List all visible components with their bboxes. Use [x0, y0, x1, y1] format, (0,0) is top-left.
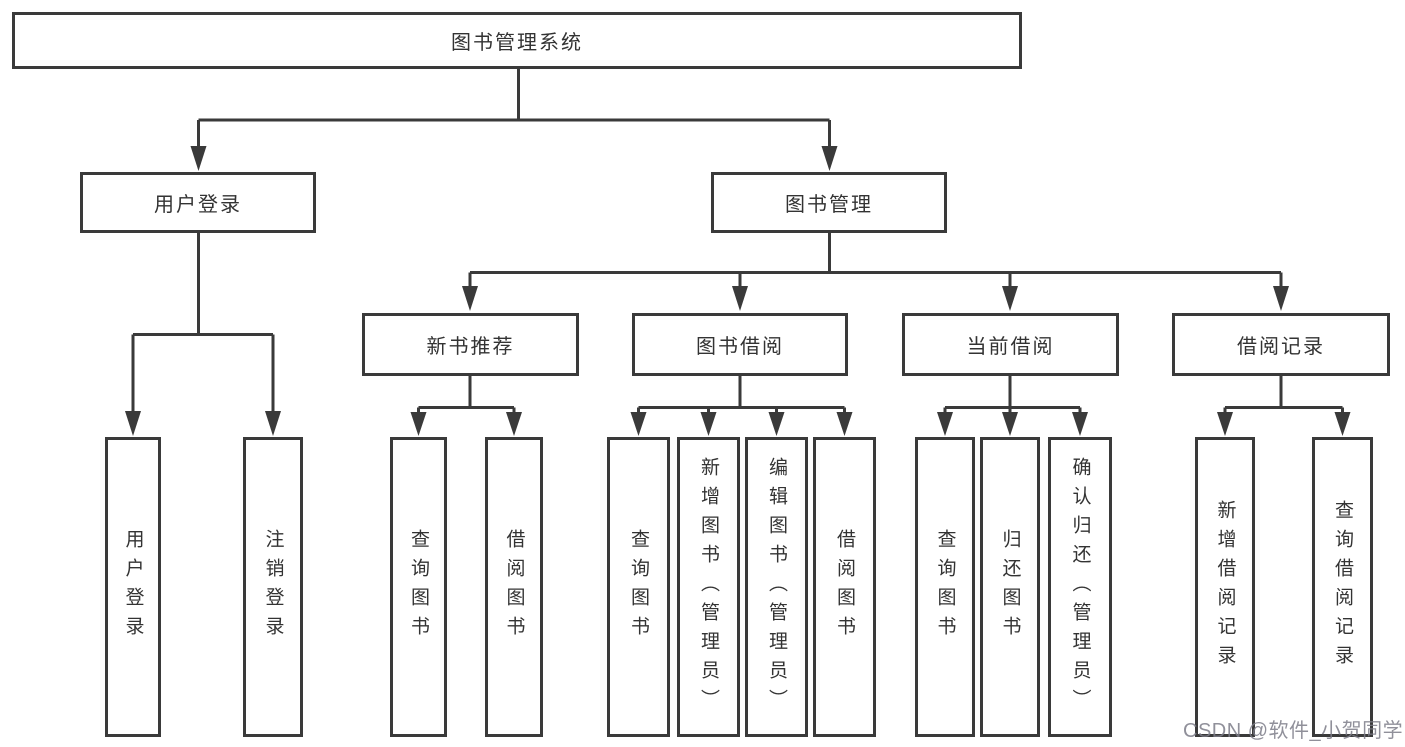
- arrowheads-level2: [190, 146, 838, 171]
- leaf-label: 查询借阅记录: [1332, 500, 1353, 674]
- node-book-management: 图书管理: [711, 172, 947, 233]
- arrowheads-borrow-leaves: [630, 412, 853, 436]
- node-book-borrowing: 图书借阅: [632, 313, 848, 376]
- leaf-label: 编辑图书（管理员）: [766, 456, 787, 718]
- leaf-logout: 注销登录: [243, 437, 303, 737]
- connector-mgmt-to-level3: [468, 233, 1283, 288]
- arrowheads-records-leaves: [1217, 412, 1351, 436]
- arrowheads-level3: [462, 286, 1289, 311]
- leaf-borrow-books-recommend: 借阅图书: [485, 437, 543, 737]
- node-user-login: 用户登录: [80, 172, 316, 233]
- leaf-label: 注销登录: [262, 529, 284, 645]
- node-label: 用户登录: [154, 194, 242, 216]
- leaf-confirm-return-admin: 确认归还（管理员）: [1048, 437, 1112, 737]
- node-label: 借阅记录: [1237, 336, 1325, 358]
- leaf-label: 确认归还（管理员）: [1069, 456, 1091, 718]
- leaf-search-borrow-record: 查询借阅记录: [1312, 437, 1373, 737]
- leaf-edit-books-admin: 编辑图书（管理员）: [745, 437, 808, 737]
- leaf-label: 新增图书（管理员）: [698, 456, 719, 718]
- leaf-label: 借阅图书: [503, 529, 525, 645]
- leaf-user-login: 用户登录: [105, 437, 161, 737]
- node-label: 当前借阅: [966, 336, 1055, 358]
- connector-root-to-level2: [197, 69, 831, 148]
- leaf-label: 用户登录: [122, 529, 144, 645]
- leaf-label: 查询图书: [934, 529, 956, 645]
- connector-borrow-to-leaves: [637, 376, 846, 413]
- node-label: 新书推荐: [426, 336, 515, 358]
- connector-records-to-leaves: [1223, 376, 1344, 413]
- arrowheads-current-leaves: [937, 412, 1088, 436]
- leaf-search-books-current: 查询图书: [915, 437, 975, 737]
- leaf-label: 新增借阅记录: [1214, 500, 1236, 674]
- leaf-label: 查询图书: [408, 529, 429, 645]
- node-label: 图书管理系统: [451, 32, 583, 54]
- node-current-borrowing: 当前借阅: [902, 313, 1119, 376]
- node-new-book-recommendation: 新书推荐: [362, 313, 579, 376]
- arrowheads-login-leaves: [125, 411, 281, 436]
- leaf-label: 借阅图书: [834, 529, 855, 645]
- arrowheads-newbook-leaves: [410, 412, 522, 436]
- leaf-return-books: 归还图书: [980, 437, 1040, 737]
- node-label: 图书管理: [785, 194, 873, 216]
- node-label: 图书借阅: [696, 336, 784, 358]
- leaf-borrow-books: 借阅图书: [813, 437, 876, 737]
- csdn-watermark: CSDN @软件_小贺同学: [1183, 720, 1404, 742]
- node-borrowing-records: 借阅记录: [1172, 313, 1390, 376]
- connector-current-to-leaves: [943, 376, 1082, 413]
- leaf-add-borrow-record: 新增借阅记录: [1195, 437, 1255, 737]
- leaf-label: 归还图书: [999, 529, 1021, 645]
- connector-login-to-leaves: [131, 233, 275, 412]
- leaf-add-books-admin: 新增图书（管理员）: [677, 437, 740, 737]
- leaf-label: 查询图书: [628, 529, 649, 645]
- leaf-search-books-borrow: 查询图书: [607, 437, 670, 737]
- connector-newbook-to-leaves: [417, 376, 516, 413]
- node-library-management-system: 图书管理系统: [12, 12, 1022, 69]
- leaf-search-books-recommend: 查询图书: [390, 437, 447, 737]
